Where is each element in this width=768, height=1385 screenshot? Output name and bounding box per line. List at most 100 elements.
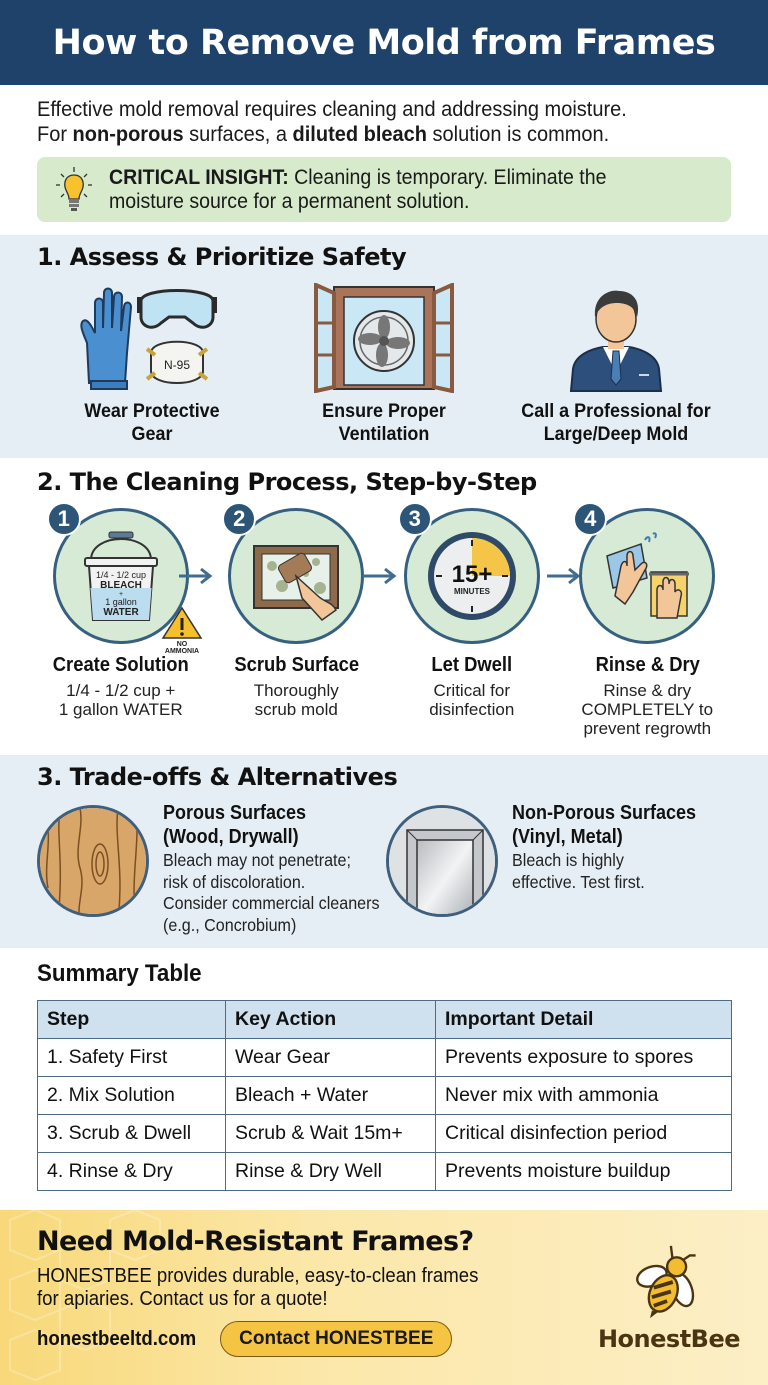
- step-number-badge: 4: [573, 502, 608, 536]
- step-title: Scrub Surface: [233, 654, 359, 676]
- desc-line: 1 gallon WATER: [58, 700, 183, 719]
- timer-icon: 15+ MINUTES: [427, 532, 516, 620]
- intro-emphasis: diluted bleach: [292, 122, 427, 146]
- metal-frame-icon: [386, 805, 499, 917]
- table-cell: Wear Gear: [225, 1038, 436, 1077]
- alternative-desc: risk of discoloration.: [163, 871, 306, 892]
- alternative-subtitle: (Wood, Drywall): [163, 826, 299, 848]
- professional-person-icon: [569, 290, 663, 392]
- column-header: Important Detail: [435, 1000, 732, 1039]
- step-title: Rinse & Dry: [595, 654, 700, 676]
- contact-button[interactable]: Contact HONESTBEE: [220, 1321, 453, 1357]
- step-title: Let Dwell: [431, 654, 513, 676]
- desc-line: scrub mold: [254, 700, 338, 719]
- bucket-icon: 1/4 - 1/2 cup BLEACH + 1 gallon WATER: [83, 531, 158, 621]
- lightbulb-icon: [56, 166, 92, 211]
- table-cell: 1. Safety First: [37, 1038, 226, 1077]
- label-line: Ensure Proper: [322, 400, 446, 422]
- intro-text: surfaces, a: [183, 122, 293, 146]
- warning-icon: NO AMMONIA: [161, 606, 203, 654]
- page-title: How to Remove Mold from Frames: [52, 22, 716, 63]
- alternative-desc: Bleach is highly: [512, 850, 625, 870]
- section-title: 1. Assess & Prioritize Safety: [37, 243, 407, 271]
- intro-section: Effective mold removal requires cleaning…: [0, 85, 768, 235]
- desc-line: Thoroughly: [253, 681, 339, 700]
- table-row: 1. Safety First Wear Gear Prevents expos…: [37, 1038, 732, 1077]
- table-cell: Rinse & Dry Well: [225, 1152, 436, 1191]
- label-line: Gear: [131, 423, 173, 445]
- honestbee-logo: HonestBee: [594, 1244, 744, 1353]
- alternative-title: Porous Surfaces: [163, 802, 307, 824]
- step-create-solution: 1/4 - 1/2 cup BLEACH + 1 gallon WATER 1 …: [37, 502, 205, 738]
- table-cell: Critical disinfection period: [435, 1114, 732, 1153]
- tradeoffs-section: 3. Trade-offs & Alternatives Porous Surf…: [0, 755, 768, 948]
- column-header: Key Action: [225, 1000, 436, 1039]
- alternative-desc: effective. Test first.: [512, 871, 646, 892]
- table-cell: Never mix with ammonia: [435, 1076, 732, 1115]
- arrow-right-icon: [179, 567, 213, 585]
- summary-section: Summary Table Step Key Action Important …: [0, 948, 768, 1210]
- insight-label: CRITICAL INSIGHT:: [109, 165, 289, 189]
- label-line: Call a Professional for: [521, 400, 711, 422]
- svg-text:AMMONIA: AMMONIA: [165, 648, 199, 654]
- alternative-title: Non-Porous Surfaces: [512, 802, 697, 824]
- alternative-desc: Bleach may not penetrate;: [163, 850, 351, 870]
- protective-gear-icon: N-95: [80, 287, 217, 390]
- page-header: How to Remove Mold from Frames: [0, 0, 768, 85]
- intro-line-2: For non-porous surfaces, a diluted bleac…: [37, 122, 682, 147]
- safety-section: 1. Assess & Prioritize Safety N-95 Wear …: [0, 235, 768, 458]
- arrow-right-icon: [547, 567, 581, 585]
- summary-title: Summary Table: [37, 960, 202, 987]
- desc-line: 1/4 - 1/2 cup +: [66, 681, 176, 700]
- brand-name: HonestBee: [597, 1325, 741, 1353]
- website-link[interactable]: honestbeeltd.com: [37, 1327, 197, 1350]
- section-title: 3. Trade-offs & Alternatives: [37, 763, 398, 791]
- table-cell: Prevents moisture buildup: [435, 1152, 732, 1191]
- svg-text:BLEACH: BLEACH: [100, 580, 142, 591]
- svg-text:MINUTES: MINUTES: [454, 587, 491, 596]
- svg-text:1 gallon: 1 gallon: [105, 597, 137, 607]
- promo-text-line-2: for apiaries. Contact us for a quote!: [37, 1288, 328, 1310]
- insight-text: Cleaning is temporary. Eliminate the: [288, 165, 607, 189]
- svg-text:WATER: WATER: [103, 607, 139, 618]
- svg-text:1/4 - 1/2 cup: 1/4 - 1/2 cup: [96, 570, 146, 580]
- critical-insight-box: CRITICAL INSIGHT: Cleaning is temporary.…: [37, 157, 731, 222]
- svg-text:NO: NO: [177, 641, 188, 648]
- alternative-subtitle: (Vinyl, Metal): [512, 826, 624, 848]
- insight-line-2: moisture source for a permanent solution…: [109, 189, 470, 213]
- step-description: 1/4 - 1/2 cup +1 gallon WATER: [37, 681, 205, 719]
- table-cell: Prevents exposure to spores: [435, 1038, 732, 1077]
- label-line: Large/Deep Mold: [543, 423, 689, 445]
- desc-line: COMPLETELY to: [581, 700, 714, 719]
- table-row: 3. Scrub & Dwell Scrub & Wait 15m+ Criti…: [37, 1114, 732, 1153]
- summary-table: Step Key Action Important Detail 1. Safe…: [37, 1000, 732, 1191]
- step-number-badge: 3: [397, 502, 432, 536]
- alternative-desc: (e.g., Concrobium): [163, 914, 297, 935]
- intro-emphasis: non-porous: [72, 122, 184, 146]
- table-cell: 3. Scrub & Dwell: [37, 1114, 226, 1153]
- table-header-row: Step Key Action Important Detail: [37, 1000, 732, 1039]
- table-cell: 4. Rinse & Dry: [37, 1152, 226, 1191]
- arrow-right-icon: [363, 567, 397, 585]
- step-number-badge: 2: [222, 502, 257, 536]
- scrub-frame-icon: [253, 545, 340, 621]
- desc-line: Critical for: [433, 681, 510, 700]
- label-line: Wear Protective: [84, 400, 220, 422]
- intro-text: solution is common.: [426, 122, 610, 146]
- table-row: 2. Mix Solution Bleach + Water Never mix…: [37, 1076, 732, 1115]
- column-header: Step: [37, 1000, 226, 1039]
- svg-text:15+: 15+: [451, 561, 492, 588]
- intro-line-1: Effective mold removal requires cleaning…: [37, 97, 627, 121]
- desc-line: disinfection: [429, 700, 515, 719]
- alternative-desc: Consider commercial cleaners: [163, 893, 380, 913]
- table-cell: Bleach + Water: [225, 1076, 436, 1115]
